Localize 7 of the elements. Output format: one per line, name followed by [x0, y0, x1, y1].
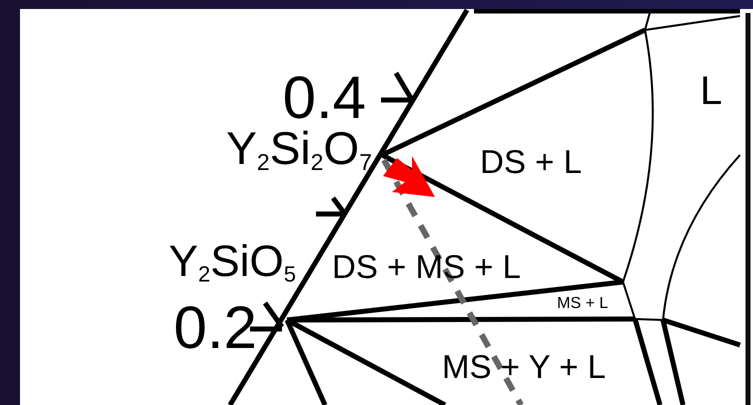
- phase-label: MS + L: [557, 296, 608, 312]
- compound-label: Y$_{2}$SiO$_{5}$: [168, 240, 296, 286]
- phase-label: DS + MS + L: [332, 250, 521, 284]
- phase-label: L: [700, 71, 722, 111]
- axis-value: 0.2: [174, 298, 257, 358]
- phase-label: MS + Y + L: [442, 350, 606, 384]
- phase-label: DS + L: [480, 145, 582, 178]
